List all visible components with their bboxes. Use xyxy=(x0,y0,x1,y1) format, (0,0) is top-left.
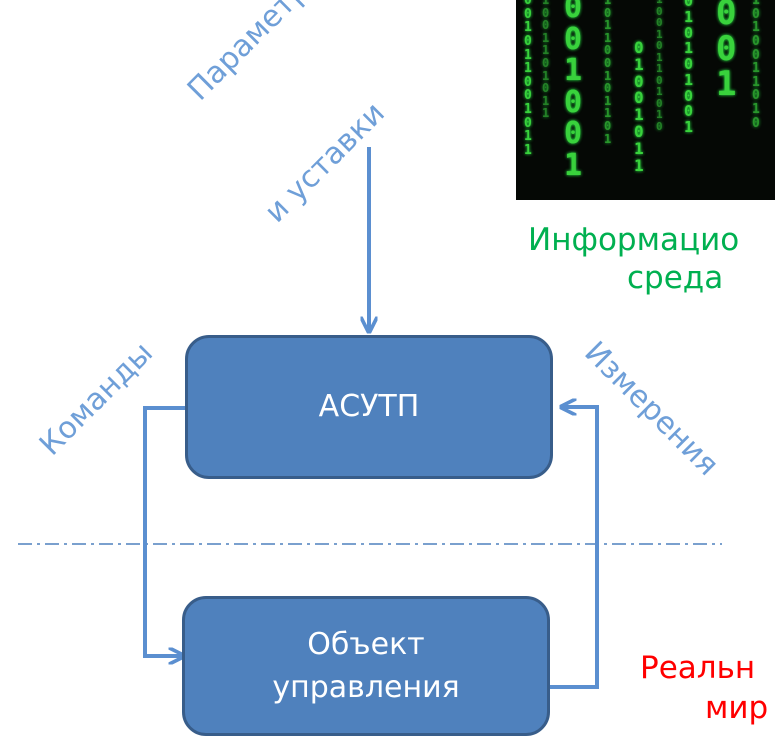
control-object-box: Объект управления xyxy=(182,596,550,736)
real-world-label: Реальн xyxy=(640,650,756,686)
binary-matrix-image: 0 0 1 0 1 1 0 0 1 0 1 1 1 0 0 1 1 0 1 0 … xyxy=(516,0,775,200)
asutp-box: АСУТП xyxy=(185,335,553,479)
info-environment-label-line2: среда xyxy=(627,260,724,296)
measurements-arrow xyxy=(550,407,599,689)
info-environment-label: Информацио xyxy=(528,222,740,258)
real-world-label-line2: мир xyxy=(705,690,769,726)
commands-arrow xyxy=(143,406,186,656)
control-object-label: Объект управления xyxy=(272,626,460,706)
asutp-label: АСУТП xyxy=(318,389,420,425)
